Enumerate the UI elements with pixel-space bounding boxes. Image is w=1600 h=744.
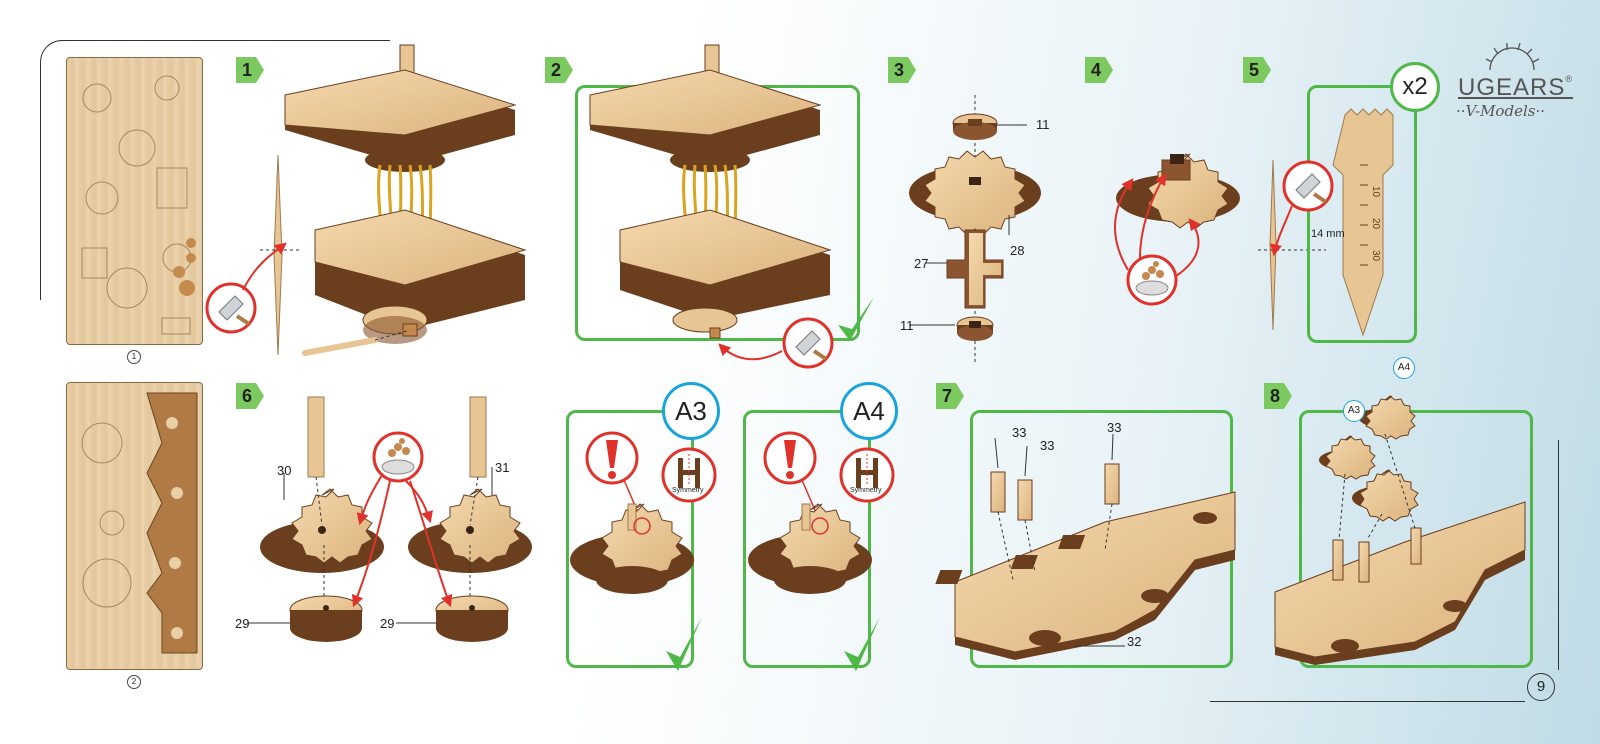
checkmark-icon-a4 [842,615,882,675]
ruler-tick-30: 30 [1370,249,1382,262]
checkmark-icon-step2 [836,295,876,345]
cut-knife-icon-1 [205,242,287,334]
ruler-illustration [1332,108,1394,337]
cut-knife-icon-2 [718,317,834,369]
step5-result-box [1307,85,1417,343]
step1-assembly [275,40,535,360]
frame-top-line [60,40,390,41]
two-gears-illustration [248,396,532,642]
a3-small-tag: A3 [1343,400,1365,422]
a4-symmetry-icon [838,446,896,504]
part-label-33-c: 33 [1107,420,1122,435]
part-label-31: 31 [495,460,510,475]
gear-stack-illustration [909,95,1041,365]
plank-sheet-2 [66,382,203,670]
part-label-32: 32 [1127,634,1142,649]
a4-tag: A4 [840,382,898,440]
a4-warning-icon [762,430,821,523]
part-label-33-a: 33 [1012,425,1027,440]
page-number: 9 [1527,673,1555,701]
part-label-11-bottom: 11 [900,318,914,333]
step-badge-2: 2 [545,57,575,83]
a3-tag: A3 [662,382,720,440]
brand-logo: UGEARS® ··V-Models·· [1452,38,1572,128]
part-label-27: 27 [914,256,929,271]
step-badge-3: 3 [888,57,918,83]
plate-with-gears-illustration [1274,395,1526,665]
a3-warning-icon [584,430,643,523]
a4-small-tag: A4 [1393,357,1415,379]
frame-left-line [40,78,41,300]
cut-knife-icon-5 [1270,160,1334,257]
a3-result-box [566,410,694,668]
measure-label: 14 mm [1311,228,1345,240]
step7-plate [935,420,1236,675]
part-label-11-top: 11 [1036,117,1050,132]
checkmark-icon-a3 [664,615,704,675]
plank-sheet-1 [66,57,203,345]
toothpick-5 [1258,159,1326,331]
frame-right-line [1558,440,1559,670]
step-badge-8: 8 [1264,383,1294,409]
brand-name: UGEARS® [1458,74,1573,101]
base-plate-illustration [935,433,1236,660]
part-label-30: 30 [277,463,292,478]
a4-gear [746,500,876,600]
step-badge-7: 7 [936,383,966,409]
step4-gear-glued [1110,150,1250,310]
box-mechanism-illustration [284,44,527,356]
step3-exploded-gear [905,95,1065,365]
plank-number-2: 2 [127,675,141,689]
step-badge-1: 1 [236,57,266,83]
frame-top-corner [40,40,81,81]
step8-assembly [1274,395,1535,675]
box-mechanism-illustration-2 [589,44,832,339]
gear-outline-icon [1485,42,1540,71]
plank-parts-outline-2 [81,392,198,654]
frame-bottom-line [1210,701,1525,702]
gear-with-glue-illustration [1113,153,1240,306]
a4-symmetry-label: Symmetry [850,487,882,494]
ruler-tick-20: 20 [1370,217,1382,230]
step8-result-box [1299,410,1533,668]
step-badge-4: 4 [1085,57,1115,83]
plank-number-1: 1 [127,350,141,364]
part-label-29-left: 29 [235,616,250,631]
step-badge-5: 5 [1243,57,1273,83]
a3-symmetry-label: Symmetry [672,487,704,494]
step6-gears [248,395,550,665]
part-label-29-right: 29 [380,616,395,631]
a4-result-box [743,410,871,668]
step2-assembly [580,40,840,340]
a3-gear [568,500,698,600]
multiplier-badge: x2 [1390,62,1440,112]
a3-symmetry-icon [660,446,718,504]
part-label-33-b: 33 [1040,438,1055,453]
step-badge-6: 6 [236,383,266,409]
part-label-28: 28 [1010,243,1025,258]
brand-sub: ··V-Models·· [1456,102,1545,120]
measuring-ruler [1332,105,1400,337]
ruler-tick-10: 10 [1370,185,1382,198]
plank-parts-outline [81,75,196,335]
